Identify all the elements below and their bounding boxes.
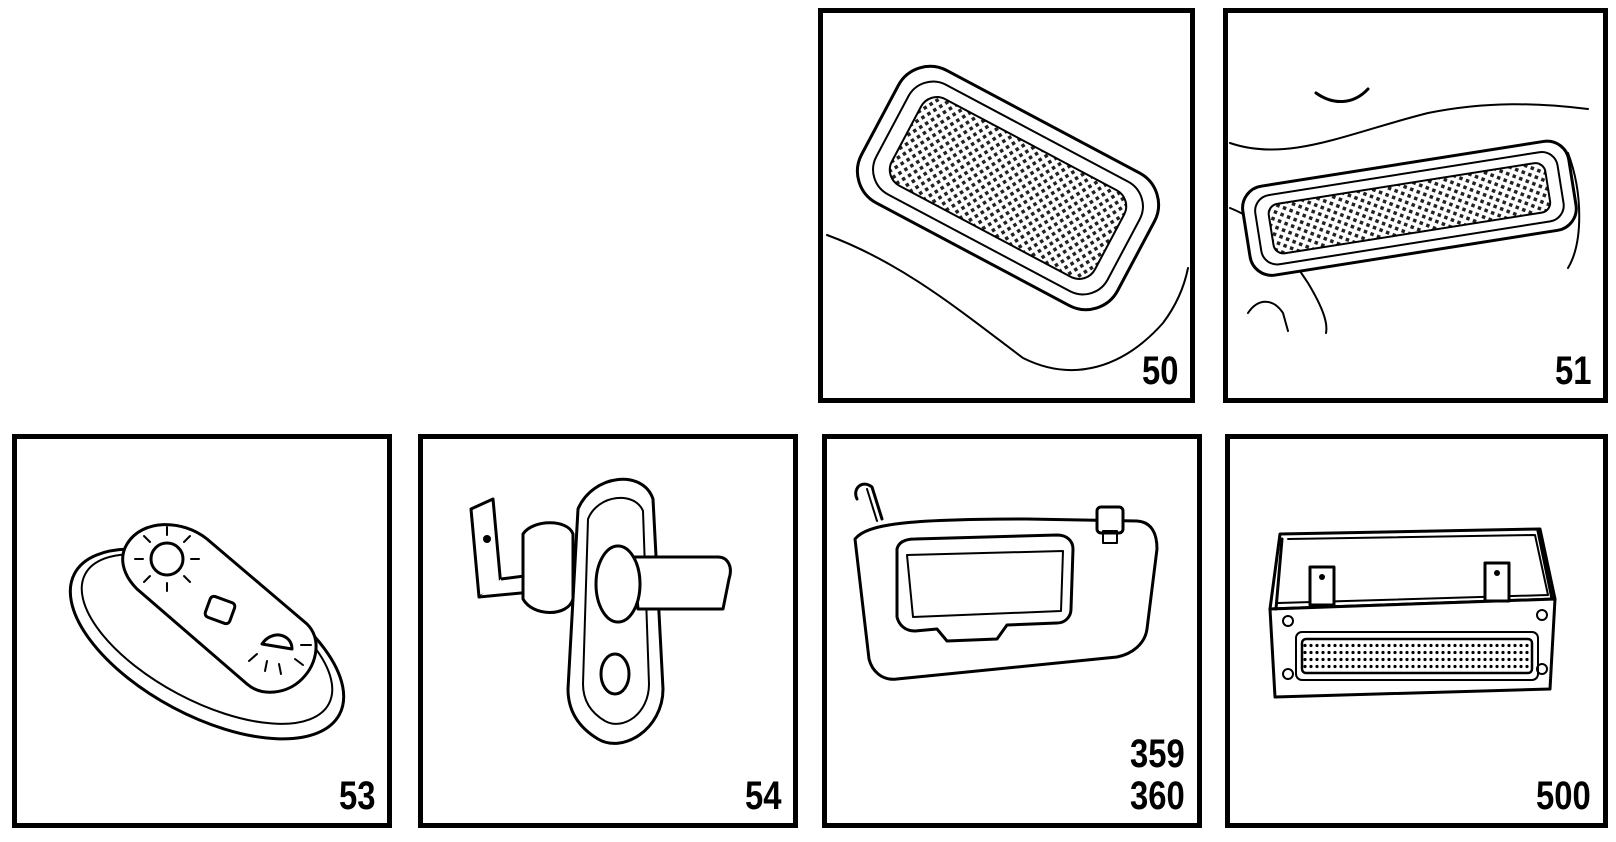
panel-50: 50	[818, 8, 1195, 403]
part-number-359: 359	[1130, 732, 1185, 776]
panel-359-360: 359 360	[822, 434, 1202, 828]
sun-visor-mirror-icon	[853, 482, 1159, 681]
part-number-54: 54	[744, 774, 781, 818]
panel-51: 51	[1223, 8, 1608, 403]
panel-53: 53	[12, 434, 392, 828]
control-module-icon	[1268, 527, 1557, 699]
part-number-50: 50	[1141, 349, 1178, 393]
door-contact-switch-icon	[469, 477, 732, 745]
light-switch-icon	[68, 523, 346, 741]
dome-light-icon	[826, 64, 1189, 372]
part-number-51: 51	[1554, 349, 1591, 393]
part-number-359-360: 359 360	[1130, 733, 1185, 817]
part-number-360: 360	[1130, 774, 1185, 818]
panel-500: 500	[1225, 434, 1608, 828]
reading-light-icon	[1229, 87, 1589, 334]
part-number-500: 500	[1536, 774, 1591, 818]
part-number-53: 53	[338, 774, 375, 818]
panel-54: 54	[418, 434, 798, 828]
